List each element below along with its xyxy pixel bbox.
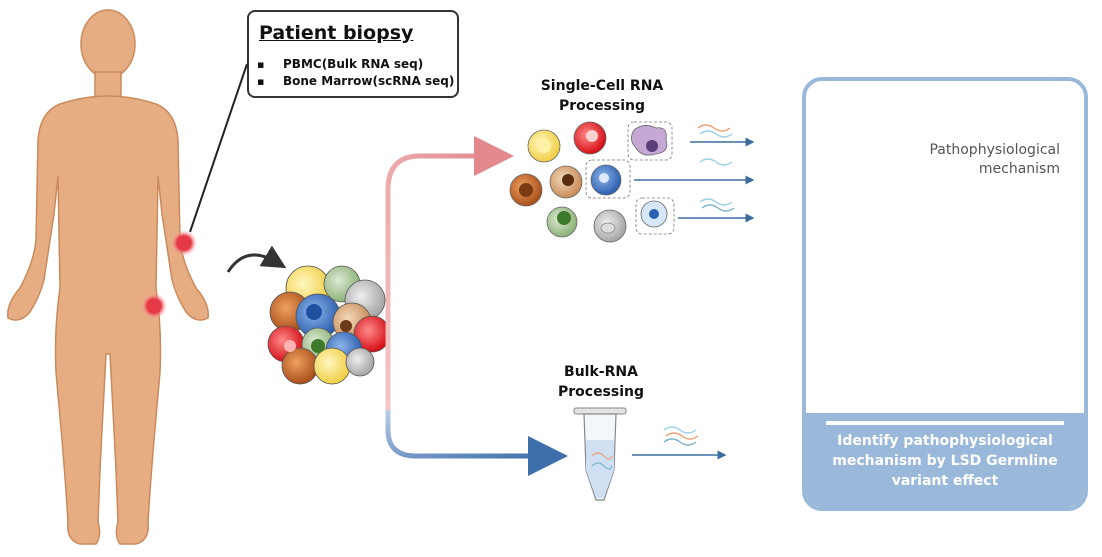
bulk-label-line2: Processing [557,384,645,400]
single-cell-label: Single-Cell RNA Processing [522,76,682,116]
callout-pointer [189,63,248,233]
bulk-rna-label: Bulk-RNA Processing [546,362,656,402]
single-cell-output-arrows [634,124,755,223]
sorted-single-cells [509,121,675,243]
human-body-figure [7,9,209,545]
single-cell-path-arrow [385,136,514,410]
single-cell-label-line2: Processing [558,98,646,114]
biopsy-marker-arm [171,230,197,256]
biopsy-marker-hip [141,293,167,319]
footer-line2: mechanism by LSD Germline [832,453,1058,469]
bulk-label-line1: Bulk-RNA [564,364,638,380]
patient-biopsy-callout: Patient biopsy PBMC(Bulk RNA seq) Bone M… [247,10,459,98]
panel-title: Pathophysiological mechanism [929,141,1060,179]
sample-item-bone-marrow: Bone Marrow(scRNA seq) [257,73,454,90]
sample-list: PBMC(Bulk RNA seq) Bone Marrow(scRNA seq… [257,56,454,90]
pathophysiology-panel: Pathophysiological mechanism Identify pa… [802,77,1088,511]
bulk-rna-tube [573,407,627,501]
single-cell-label-line1: Single-Cell RNA [540,78,664,94]
footer-divider [826,421,1064,425]
panel-footer: Identify pathophysiological mechanism by… [806,413,1084,507]
sample-item-pbmc: PBMC(Bulk RNA seq) [257,56,454,73]
callout-title: Patient biopsy [259,22,414,44]
panel-title-line1: Pathophysiological [929,142,1060,158]
bulk-path-arrow [385,410,568,476]
footer-text: Identify pathophysiological mechanism by… [812,431,1078,491]
to-cluster-arrow [226,245,287,273]
panel-title-line2: mechanism [978,161,1060,177]
mixed-cell-cluster [267,265,391,385]
footer-line3: variant effect [891,473,999,489]
footer-line1: Identify pathophysiological [837,433,1053,449]
bulk-output-arrow [632,426,727,460]
